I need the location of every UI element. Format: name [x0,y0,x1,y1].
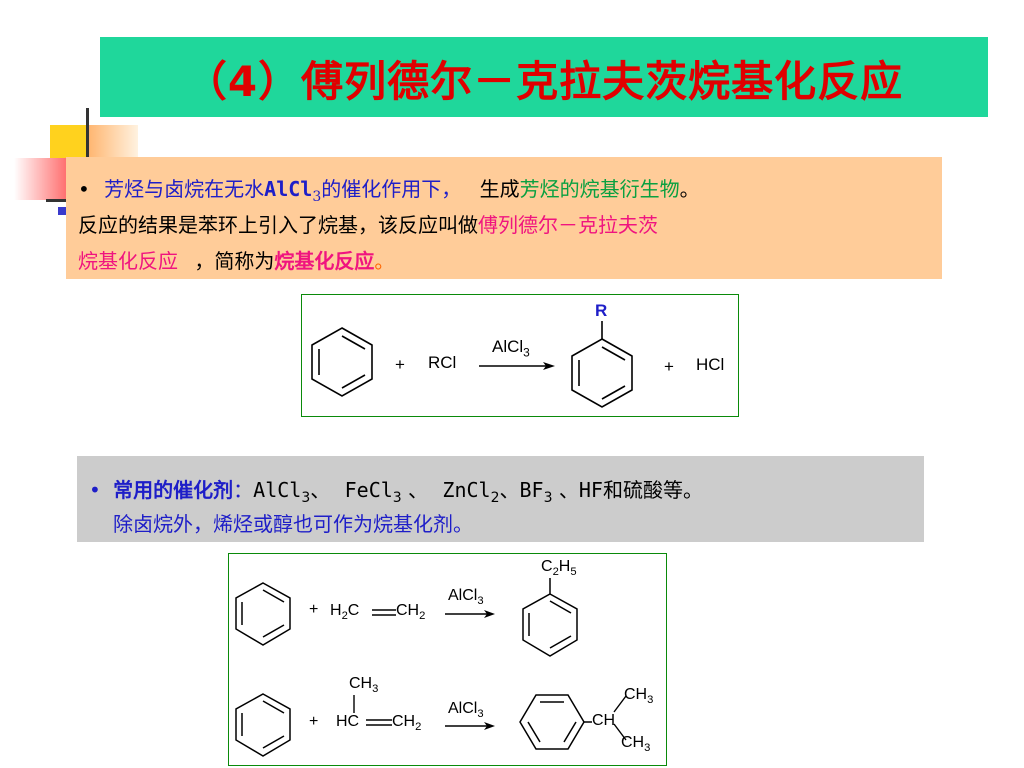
reaction-2-box: + H2C CH2 AlCl3 C2H5 + CH3 HC CH2 AlCl3 [228,553,667,766]
benzene-ring-reactant-2 [235,582,291,646]
catalysts-box: • 常用的催化剂：AlCl3、 FeCl3 、 ZnCl2、BF3 、HF和硫酸… [77,456,924,542]
benzene-ring-reactant [311,327,373,397]
propene-methyl: CH3 [349,675,379,696]
intro-line-2: 反应的结果是苯环上引入了烷基，该反应叫做傅列德尔－克拉夫茨 [78,213,658,237]
isopropyl-ch3-top: CH3 [624,686,654,707]
reaction-arrow-2 [445,610,495,618]
decor-red-gradient [14,158,74,200]
propene-ch2: CH2 [392,713,422,734]
catalyst-label: AlCl3 [492,337,530,360]
intro-line-1: • 芳烃与卤烷在无水AlCl3的催化作用下， 生成芳烃的烷基衍生物。 [78,177,700,205]
propene-vertical-bond [353,695,355,713]
reaction-1-box: + RCl AlCl3 R + HCl [301,294,739,417]
catalysts-line-2: 除卤烷外，烯烃或醇也可作为烷基化剂。 [113,512,473,536]
byproduct-hcl: HCl [696,355,725,374]
catalyst-label-3: AlCl3 [448,700,484,721]
isopropyl-ch: CH [592,712,616,729]
plus-sign-4: + [309,713,319,730]
decor-vertical-line [86,108,89,178]
ethene-left: H2C [330,602,360,623]
benzene-ring-reactant-3 [235,693,291,757]
intro-box: • 芳烃与卤烷在无水AlCl3的催化作用下， 生成芳烃的烷基衍生物。 反应的结果… [66,157,942,279]
isopropyl-bonds [613,695,627,741]
decor-horizontal-line [46,199,68,202]
ethyl-substituent: C2H5 [541,558,577,579]
substituent-r: R [595,301,608,320]
page-title: （4）傅列德尔－克拉夫茨烷基化反应 [184,57,904,106]
decor-blue-square [58,207,66,215]
reaction-arrow [479,362,555,370]
double-bond-2 [366,719,392,726]
benzene-ring-product-3 [519,694,592,750]
benzene-ring-product-2 [522,578,578,657]
catalysts-line-1: • 常用的催化剂：AlCl3、 FeCl3 、 ZnCl2、BF3 、HF和硫酸… [89,478,703,506]
isopropyl-ch3-bottom: CH3 [621,734,651,755]
intro-line-3: 烷基化反应 ，简称为烷基化反应。 [78,249,395,273]
reagent-rcl: RCl [428,353,457,372]
plus-sign: + [395,355,405,374]
title-bar: （4）傅列德尔－克拉夫茨烷基化反应 [100,37,988,117]
ethene-right: CH2 [396,602,426,623]
benzene-ring-product [571,321,633,408]
propene-hc: HC [336,713,360,730]
reaction-arrow-3 [445,722,495,730]
catalyst-label-2: AlCl3 [448,587,484,608]
double-bond [372,609,396,616]
plus-sign-3: + [309,601,319,618]
plus-sign-2: + [664,357,674,376]
